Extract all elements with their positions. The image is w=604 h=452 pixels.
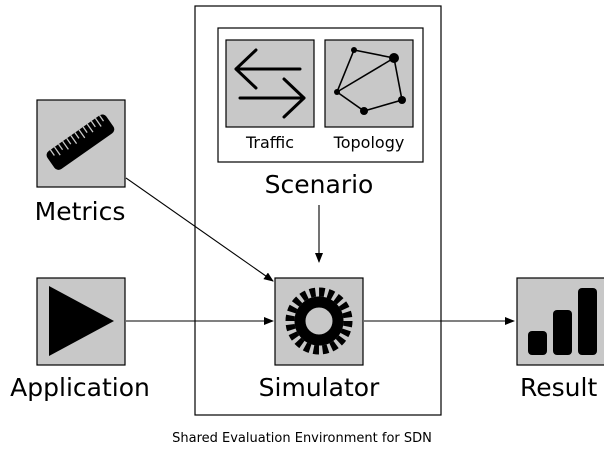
network-graph-icon (334, 47, 406, 115)
simulator-icon-group (274, 277, 364, 366)
application-icon-group (36, 277, 126, 366)
scenario-label: Scenario (265, 170, 374, 199)
arrow-metrics-to-simulator (125, 177, 274, 282)
result-icon-group (516, 277, 604, 366)
gear-icon (285, 287, 353, 355)
traffic-icon-group (225, 39, 315, 128)
result-label: Result (520, 373, 597, 402)
connectors (125, 177, 515, 325)
play-icon (49, 286, 114, 356)
application-label: Application (10, 373, 150, 402)
figure-caption: Shared Evaluation Environment for SDN (172, 431, 432, 446)
bidirectional-arrows-icon (234, 48, 306, 119)
traffic-label: Traffic (245, 133, 294, 152)
scenario-box (217, 27, 424, 163)
metrics-label: Metrics (35, 197, 126, 226)
ruler-icon (46, 114, 115, 170)
bar-chart-icon (528, 288, 597, 355)
topology-label: Topology (333, 133, 405, 152)
environment-container (194, 5, 442, 416)
topology-icon-group (324, 39, 414, 128)
metrics-icon-group (36, 99, 126, 188)
simulator-label: Simulator (259, 373, 380, 402)
